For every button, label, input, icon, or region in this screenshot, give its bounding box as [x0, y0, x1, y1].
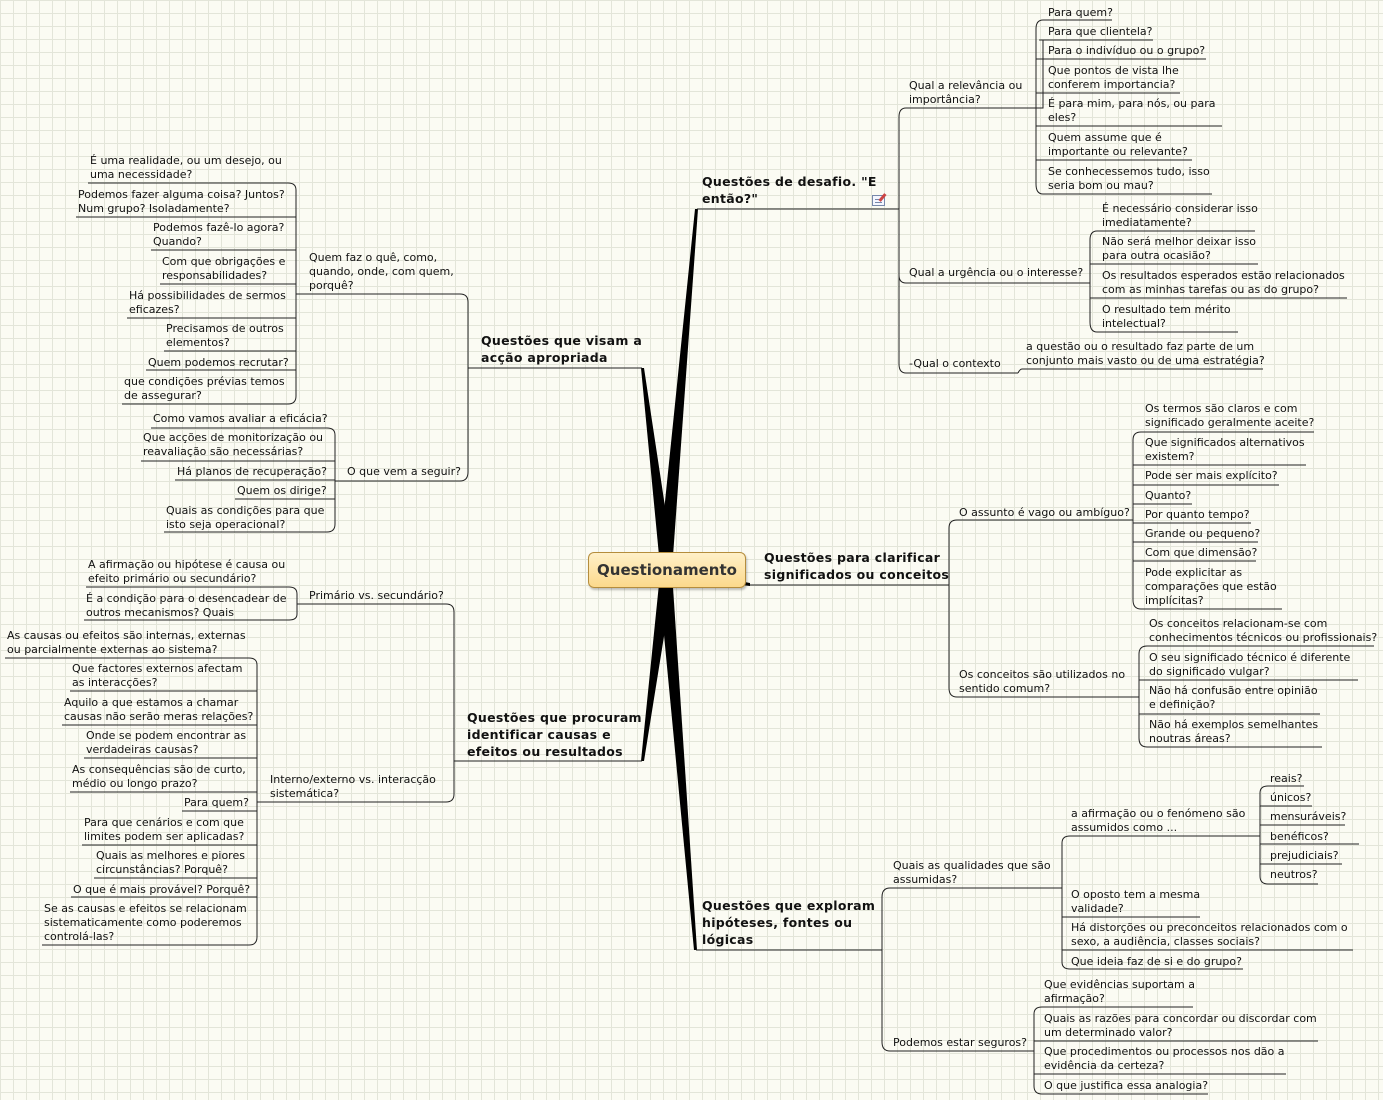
central-topic[interactable]: Questionamento	[588, 552, 746, 588]
leaf[interactable]: prejudiciais?	[1270, 849, 1339, 862]
leaf[interactable]: Se as causas e efeitos se relacionam sis…	[44, 902, 247, 943]
leaf[interactable]: Pode explicitar as comparações que estão…	[1145, 566, 1277, 607]
leaf[interactable]: O oposto tem a mesma validade?	[1071, 888, 1201, 915]
leaf[interactable]: Onde se podem encontrar as verdadeiras c…	[86, 729, 247, 756]
leaf[interactable]: Os resultados esperados estão relacionad…	[1102, 269, 1345, 296]
leaf[interactable]: É para mim, para nós, ou para eles?	[1048, 97, 1216, 124]
topic-clarificar[interactable]: Questões para clarificar significados ou…	[764, 550, 950, 582]
leaf[interactable]: que condições prévias temos de assegurar…	[124, 375, 285, 402]
leaf[interactable]: É uma realidade, ou um desejo, ou uma ne…	[90, 154, 282, 181]
subtopic-seguir[interactable]: O que vem a seguir?	[347, 465, 461, 478]
leaf[interactable]: Aquilo a que estamos a chamar causas não…	[64, 696, 254, 723]
leaf[interactable]: Quem podemos recrutar?	[148, 356, 289, 369]
leaf[interactable]: Se conhecessemos tudo, isso seria bom ou…	[1048, 165, 1210, 192]
subtopic-vago[interactable]: O assunto é vago ou ambíguo?	[959, 506, 1130, 519]
leaf[interactable]: Com que dimensão?	[1145, 546, 1258, 559]
leaf[interactable]: Para o indivíduo ou o grupo?	[1048, 44, 1206, 57]
leaf[interactable]: O resultado tem mérito intelectual?	[1102, 303, 1231, 330]
subtopic-contexto[interactable]: -Qual o contexto	[909, 357, 1001, 370]
leaf[interactable]: Há planos de recuperação?	[177, 465, 327, 478]
leaf[interactable]: Não há exemplos semelhantes noutras área…	[1149, 718, 1319, 745]
leaf[interactable]: O seu significado técnico é diferente do…	[1149, 651, 1351, 678]
subtopic-interno[interactable]: Interno/externo vs. interacção sistemáti…	[270, 773, 436, 800]
leaf[interactable]: Com que obrigações e responsabilidades?	[162, 255, 286, 282]
leaf[interactable]: As consequências são de curto, médio ou …	[72, 763, 246, 790]
leaf[interactable]: Para quem?	[184, 796, 249, 809]
topic-accao[interactable]: Questões que visam a acção apropriada	[481, 333, 643, 365]
leaf[interactable]: Para que clientela?	[1048, 25, 1153, 38]
leaf[interactable]: Que acções de monitorização ou reavaliaç…	[143, 431, 324, 458]
leaf[interactable]: reais?	[1270, 772, 1303, 785]
leaf[interactable]: Os termos são claros e com significado g…	[1145, 402, 1315, 429]
topic-desafio[interactable]: Questões de desafio. "E então?"	[702, 174, 877, 206]
main-branches	[641, 209, 750, 950]
subtopic-afirmacao[interactable]: a afirmação ou o fenómeno são assumidos …	[1071, 807, 1246, 834]
leaf[interactable]: Podemos fazê-lo agora? Quando?	[153, 221, 285, 248]
leaf[interactable]: neutros?	[1270, 868, 1318, 881]
leaf[interactable]: É necessário considerar isso imediatamen…	[1102, 202, 1258, 229]
leaf[interactable]: Que procedimentos ou processos nos dão a…	[1044, 1045, 1285, 1072]
leaf[interactable]: Quais as condições para que isto seja op…	[166, 504, 325, 531]
leaf[interactable]: Grande ou pequeno?	[1145, 527, 1261, 540]
leaf[interactable]: Há distorções ou preconceitos relacionad…	[1071, 921, 1348, 948]
branch-hipoteses	[658, 572, 697, 950]
topic-hipoteses[interactable]: Questões que exploram hipóteses, fontes …	[702, 898, 876, 947]
leaf[interactable]: Que ideia faz de si e do grupo?	[1071, 955, 1242, 968]
leaf[interactable]: Há possibilidades de sermos eficazes?	[129, 289, 286, 316]
leaf[interactable]: Quem os dirige?	[237, 484, 327, 497]
leaf[interactable]: a questão ou o resultado faz parte de um…	[1026, 340, 1265, 367]
leaf[interactable]: Precisamos de outros elementos?	[166, 322, 284, 349]
subtopic-relevancia[interactable]: Qual a relevância ou importância?	[909, 79, 1023, 106]
leaf[interactable]: Não há confusão entre opinião e definiçã…	[1149, 684, 1318, 711]
leaf[interactable]: Quanto?	[1145, 489, 1192, 502]
leaf[interactable]: Pode ser mais explícito?	[1145, 469, 1278, 482]
subtopic-urgencia[interactable]: Qual a urgência ou o interesse?	[909, 266, 1084, 279]
leaf[interactable]: Que factores externos afectam as interac…	[72, 662, 243, 689]
leaf[interactable]: Que pontos de vista lhe conferem importa…	[1048, 64, 1179, 91]
leaf[interactable]: Quais as melhores e piores circunstância…	[96, 849, 245, 876]
subtopic-conceitos[interactable]: Os conceitos são utilizados no sentido c…	[959, 668, 1126, 695]
leaf[interactable]: mensuráveis?	[1270, 810, 1347, 823]
leaf[interactable]: Que significados alternativos existem?	[1145, 436, 1305, 463]
subtopic-quem[interactable]: Quem faz o quê, como, quando, onde, com …	[309, 251, 454, 292]
leaf[interactable]: Quais as razões para concordar ou discor…	[1044, 1012, 1317, 1039]
topic-causas[interactable]: Questões que procuram identificar causas…	[467, 710, 642, 759]
leaf[interactable]: Como vamos avaliar a eficácia?	[153, 412, 328, 425]
leaf[interactable]: Não será melhor deixar isso para outra o…	[1102, 235, 1257, 262]
note-icon[interactable]	[872, 195, 885, 206]
leaf[interactable]: É a condição para o desencadear de outro…	[86, 592, 287, 619]
branch-desafio	[658, 209, 698, 570]
leaf[interactable]: Os conceitos relacionam-se com conhecime…	[1149, 617, 1378, 644]
leaf[interactable]: A afirmação ou hipótese é causa ou efeit…	[88, 558, 286, 585]
subtopic-qualidades[interactable]: Quais as qualidades que são assumidas?	[893, 859, 1051, 886]
sub-lines	[5, 19, 1374, 1095]
leaf[interactable]: Para que cenários e com que limites pode…	[84, 816, 245, 843]
leaf[interactable]: Quem assume que é importante ou relevant…	[1048, 131, 1188, 158]
leaf[interactable]: únicos?	[1270, 791, 1312, 804]
subtopic-seguros[interactable]: Podemos estar seguros?	[893, 1036, 1027, 1049]
subtopic-primario[interactable]: Primário vs. secundário?	[309, 589, 444, 602]
leaf[interactable]: As causas ou efeitos são internas, exter…	[7, 629, 246, 656]
leaf[interactable]: benéficos?	[1270, 830, 1329, 843]
leaf[interactable]: O que é mais provável? Porquê?	[73, 883, 251, 896]
leaf[interactable]: Que evidências suportam a afirmação?	[1044, 978, 1195, 1005]
leaf[interactable]: Para quem?	[1048, 6, 1113, 19]
leaf[interactable]: O que justifica essa analogia?	[1044, 1079, 1209, 1092]
branch-accao	[641, 368, 674, 566]
leaf[interactable]: Por quanto tempo?	[1145, 508, 1250, 521]
leaf[interactable]: Podemos fazer alguma coisa? Juntos? Num …	[78, 188, 285, 215]
